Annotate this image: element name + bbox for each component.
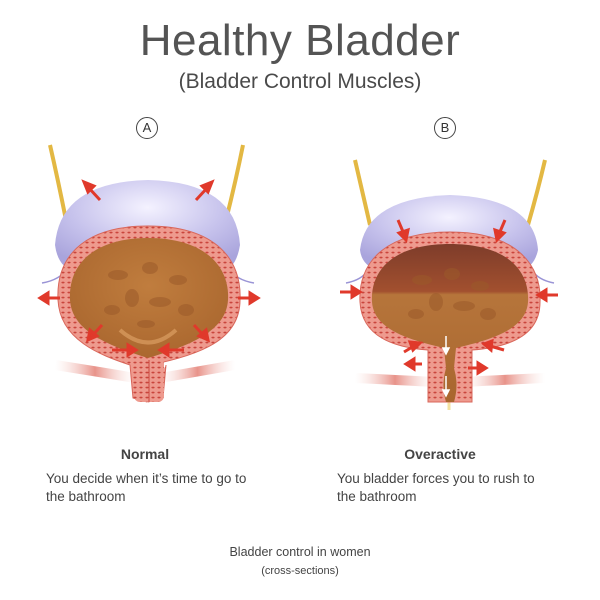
page-subtitle: (Bladder Control Muscles) — [178, 70, 422, 93]
panel-b-caption-description: You bladder forces you to rush to the ba… — [337, 471, 535, 504]
bladder-overactive-illustration — [300, 140, 600, 432]
footer-subcaption: (cross-sections) — [261, 565, 339, 577]
panel-a-label: A — [136, 117, 158, 139]
panel-a-caption-title: Normal — [120, 446, 170, 462]
panel-b-caption-title: Overactive — [404, 446, 476, 462]
page-title: Healthy Bladder — [139, 16, 461, 65]
bladder-normal-illustration — [0, 140, 300, 410]
panel-a-caption-description: You decide when it’s time to go to the b… — [46, 471, 247, 504]
footer-caption: Bladder control in women — [229, 545, 371, 559]
panel-b-label: B — [434, 117, 456, 139]
